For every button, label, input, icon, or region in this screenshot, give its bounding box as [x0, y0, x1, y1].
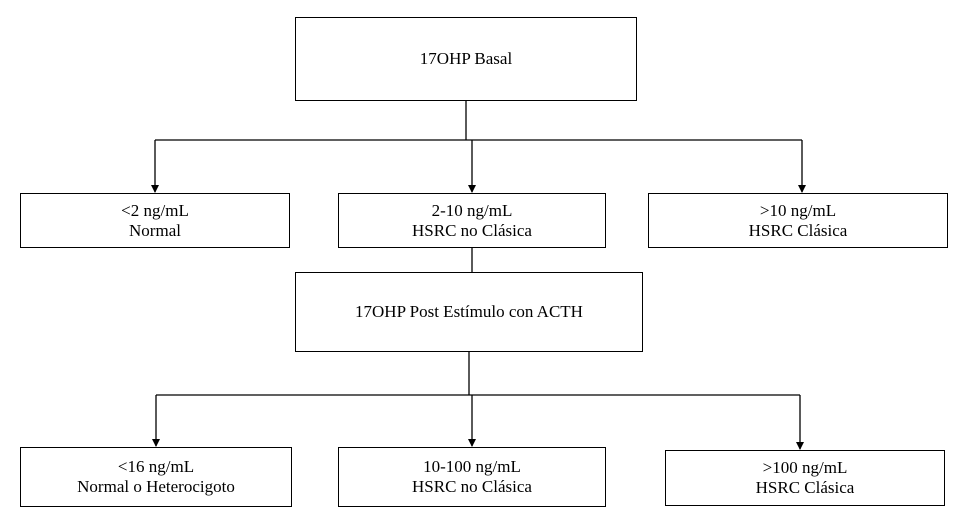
basal-result-low: <2 ng/mL Normal [20, 193, 290, 248]
post-stimulus-result-low: <16 ng/mL Normal o Heterocigoto [20, 447, 292, 507]
post-stimulus-result-mid-range: 10-100 ng/mL [423, 457, 521, 476]
post-stimulus-result-mid: 10-100 ng/mL HSRC no Clásica [338, 447, 606, 507]
basal-result-mid-range: 2-10 ng/mL [431, 200, 513, 220]
post-stimulus-result-high-range: >100 ng/mL [762, 458, 848, 477]
basal-result-high: >10 ng/mL HSRC Clásica [648, 193, 948, 248]
post-stimulus-result-low-interpretation: Normal o Heterocigoto [77, 477, 235, 496]
stimulus-test-node: 17OHP Post Estímulo con ACTH [295, 272, 643, 352]
basal-result-high-interpretation: HSRC Clásica [748, 220, 848, 240]
stimulus-test-label: 17OHP Post Estímulo con ACTH [355, 302, 583, 321]
basal-result-high-range: >10 ng/mL [759, 200, 837, 220]
root-node-label: 17OHP Basal [419, 49, 513, 68]
root-node-basal-test: 17OHP Basal [295, 17, 637, 101]
post-stimulus-result-mid-interpretation: HSRC no Clásica [412, 477, 532, 496]
post-stimulus-result-high: >100 ng/mL HSRC Clásica [665, 450, 945, 506]
basal-result-low-range: <2 ng/mL [121, 200, 189, 220]
basal-result-mid-interpretation: HSRC no Clásica [412, 220, 532, 240]
post-stimulus-result-low-range: <16 ng/mL [117, 457, 195, 476]
post-stimulus-result-high-interpretation: HSRC Clásica [755, 478, 855, 497]
basal-result-mid: 2-10 ng/mL HSRC no Clásica [338, 193, 606, 248]
basal-result-low-interpretation: Normal [129, 220, 181, 240]
